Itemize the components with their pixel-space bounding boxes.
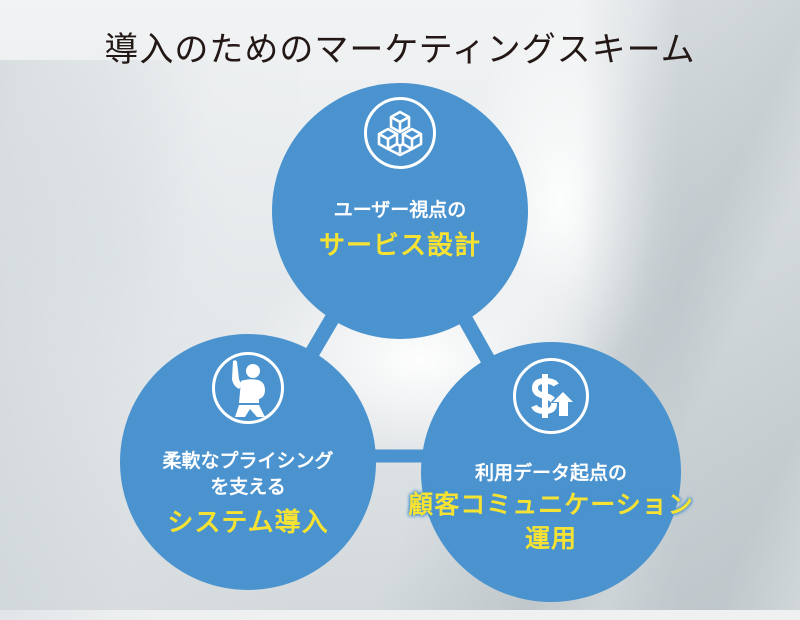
icon-ring xyxy=(364,97,436,169)
cubes-icon xyxy=(377,110,423,157)
person-raising-fist-icon xyxy=(232,360,265,417)
node-sub-label: ユーザー視点の xyxy=(333,199,467,221)
node-main-label-line1: 顧客コミュニケーション xyxy=(408,490,694,519)
node-main-label: システム導入 xyxy=(167,508,329,538)
icon-ring xyxy=(513,358,589,434)
node-sub-label-line1: 柔軟なプライシング xyxy=(162,450,334,472)
node-sub-label: 利用データ起点の xyxy=(474,462,627,484)
node-sub-label-line2: を支える xyxy=(210,476,286,498)
node-main-label-line2: 運用 xyxy=(524,524,577,553)
page-title: 導入のためのマーケティングスキーム xyxy=(104,30,696,70)
dollar-up-arrow-icon xyxy=(531,374,576,418)
node-service-design: ユーザー視点の サービス設計 xyxy=(272,83,528,339)
node-main-label: サービス設計 xyxy=(318,231,481,261)
node-system-introduction: 柔軟なプライシング を支える システム導入 xyxy=(120,334,376,590)
node-customer-communication: 利用データ起点の 顧客コミュニケーション 運用 xyxy=(408,342,693,602)
icon-ring xyxy=(212,352,284,424)
